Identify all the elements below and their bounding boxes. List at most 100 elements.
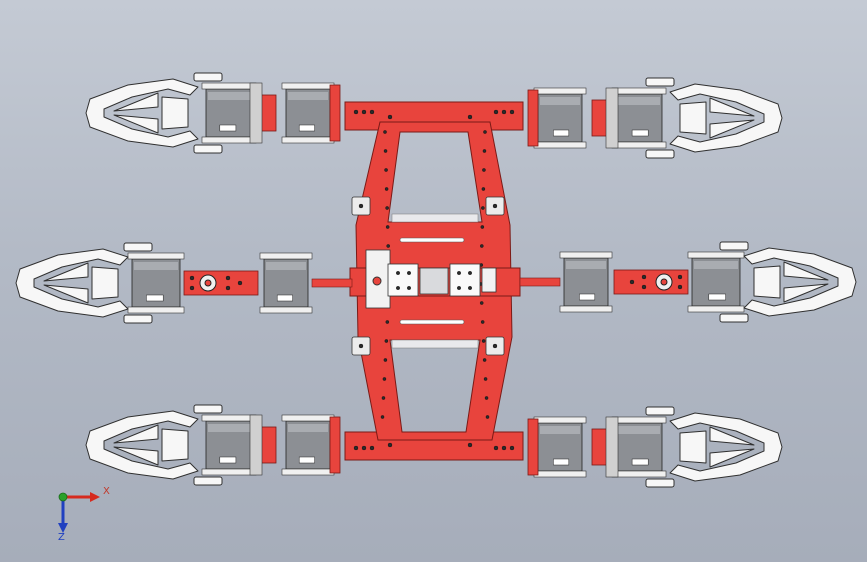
leg-foot-group: [85, 72, 223, 154]
bolt-hole: [358, 343, 364, 349]
servo-bracket: [611, 87, 667, 95]
servo-top-face: [540, 426, 580, 434]
servo-horn-bracket: [527, 89, 539, 147]
leg-strut: [783, 283, 829, 303]
leg-outer-frame: [743, 247, 857, 317]
bolt-hole: [485, 415, 490, 419]
axis-z-arrow: [58, 523, 68, 533]
bolt-hole: [501, 445, 507, 451]
bolt-hole: [361, 445, 367, 451]
leg-strut: [113, 114, 159, 134]
bolt-hole: [493, 445, 499, 451]
servo-top-face: [288, 424, 328, 432]
leg-strut: [709, 448, 755, 468]
servo-top-face: [618, 97, 660, 105]
bolt-hole: [383, 149, 388, 153]
bolt-hole: [641, 284, 647, 290]
servo-inner: [281, 414, 335, 476]
leg-foot-group: [85, 404, 223, 486]
servo-bracket: [281, 136, 335, 144]
servo-joiner: [249, 414, 263, 476]
axis-x-arrow: [90, 492, 100, 502]
leg-hub: [679, 101, 707, 135]
leg-outer-frame: [669, 83, 783, 153]
bolt-hole: [384, 339, 389, 343]
servo-inner: [281, 82, 335, 144]
servo-label: [298, 124, 315, 132]
servo-top-face: [208, 92, 250, 100]
bolt-hole: [457, 286, 461, 290]
bolt-hole: [468, 271, 472, 275]
servo-bracket: [201, 414, 257, 422]
servo-horn-bracket: [329, 416, 341, 474]
servo-top-face: [618, 426, 660, 434]
servo-joiner: [605, 87, 619, 149]
servo-joiner: [249, 82, 263, 144]
leg-foot-group: [645, 77, 783, 159]
joint-pin: [204, 279, 212, 287]
servo-top-face: [266, 262, 306, 270]
leg-outer-frame: [15, 248, 129, 318]
servo-bracket: [259, 252, 313, 260]
servo-joiner: [605, 416, 619, 478]
servo-outer: [687, 251, 745, 313]
stub-arm: [519, 277, 561, 287]
servo-outer: [201, 414, 257, 476]
bearing-block: [449, 263, 481, 297]
servo-label: [276, 294, 293, 302]
servo-bracket: [533, 470, 587, 478]
bolt-hole: [384, 187, 389, 191]
leg-tab: [123, 242, 153, 252]
bolt-hole: [353, 109, 359, 115]
servo-inner: [259, 252, 313, 314]
leg-foot: [85, 72, 223, 154]
bolt-hole: [385, 225, 390, 229]
axis-x-label: X: [103, 486, 110, 497]
bolt-hole: [483, 377, 488, 381]
leg-strut: [113, 424, 159, 444]
bolt-hole: [382, 377, 387, 381]
servo-outer: [611, 87, 667, 149]
leg-strut: [783, 261, 829, 281]
leg-rear-left: [85, 404, 341, 486]
bolt-hole: [237, 280, 243, 286]
servo-bracket: [611, 141, 667, 149]
bolt-hole: [385, 206, 389, 210]
servo-top-face: [208, 424, 250, 432]
servo-bracket: [533, 141, 587, 149]
bolt-hole: [386, 244, 390, 248]
leg-foot: [15, 242, 153, 324]
servo-horn-bracket: [527, 418, 539, 476]
servo-inner: [533, 416, 587, 478]
bolt-hole: [467, 442, 473, 448]
bolt-hole: [492, 203, 498, 209]
bolt-hole: [407, 286, 411, 290]
middle-arm: [183, 270, 259, 296]
leg-tab: [645, 77, 675, 87]
bolt-hole: [225, 275, 231, 281]
bolt-hole: [484, 396, 489, 400]
leg-strut: [43, 262, 89, 282]
leg-hub: [91, 266, 119, 300]
bolt-hole: [481, 339, 486, 343]
bolt-hole: [482, 168, 486, 172]
axis-triad: [58, 492, 100, 533]
bolt-hole: [677, 274, 683, 280]
servo-top-face: [566, 261, 606, 269]
slot: [399, 319, 465, 325]
leg-strut: [709, 426, 755, 446]
cutout-edge: [391, 213, 479, 223]
leg-tab: [719, 313, 749, 323]
leg-foot-group: [645, 406, 783, 488]
leg-outer-frame: [85, 78, 199, 148]
axle-housing: [419, 267, 449, 295]
servo-bracket: [687, 251, 745, 259]
bolt-hole: [189, 275, 195, 281]
leg-front-left: [85, 72, 341, 154]
servo-label: [553, 458, 570, 466]
bolt-hole: [380, 415, 385, 419]
bolt-hole: [492, 343, 498, 349]
leg-front-right: [527, 77, 783, 159]
leg-tab: [645, 478, 675, 488]
